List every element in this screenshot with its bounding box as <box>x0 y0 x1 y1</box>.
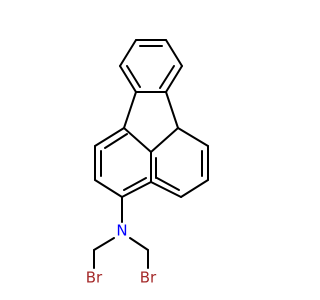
bond-n-ch2-right <box>129 237 149 251</box>
bond-double-inner <box>126 65 141 88</box>
nitrogen-atom-label: N <box>116 222 127 240</box>
bond <box>165 39 183 67</box>
bond <box>165 91 179 129</box>
bond-n-ch2-left <box>93 237 115 251</box>
bond <box>180 179 209 198</box>
bond <box>94 179 123 198</box>
fluoranthene-dibromomethylamine-structure: N Br Br <box>86 39 209 287</box>
bond <box>165 65 183 93</box>
bond <box>150 181 182 198</box>
bond <box>94 127 125 147</box>
bond <box>177 127 209 147</box>
bond-double-inner <box>123 177 147 191</box>
bond-double-inner <box>104 133 128 149</box>
bromine-atom-label-left: Br <box>86 269 103 287</box>
bond <box>150 127 179 153</box>
bond <box>123 91 137 129</box>
bond <box>119 65 137 93</box>
bond-double-inner <box>156 177 180 191</box>
bond <box>123 127 152 153</box>
bond <box>121 181 152 198</box>
bond-double-inner <box>159 65 175 89</box>
bond <box>119 39 137 67</box>
bromine-atom-label-right: Br <box>140 269 157 287</box>
